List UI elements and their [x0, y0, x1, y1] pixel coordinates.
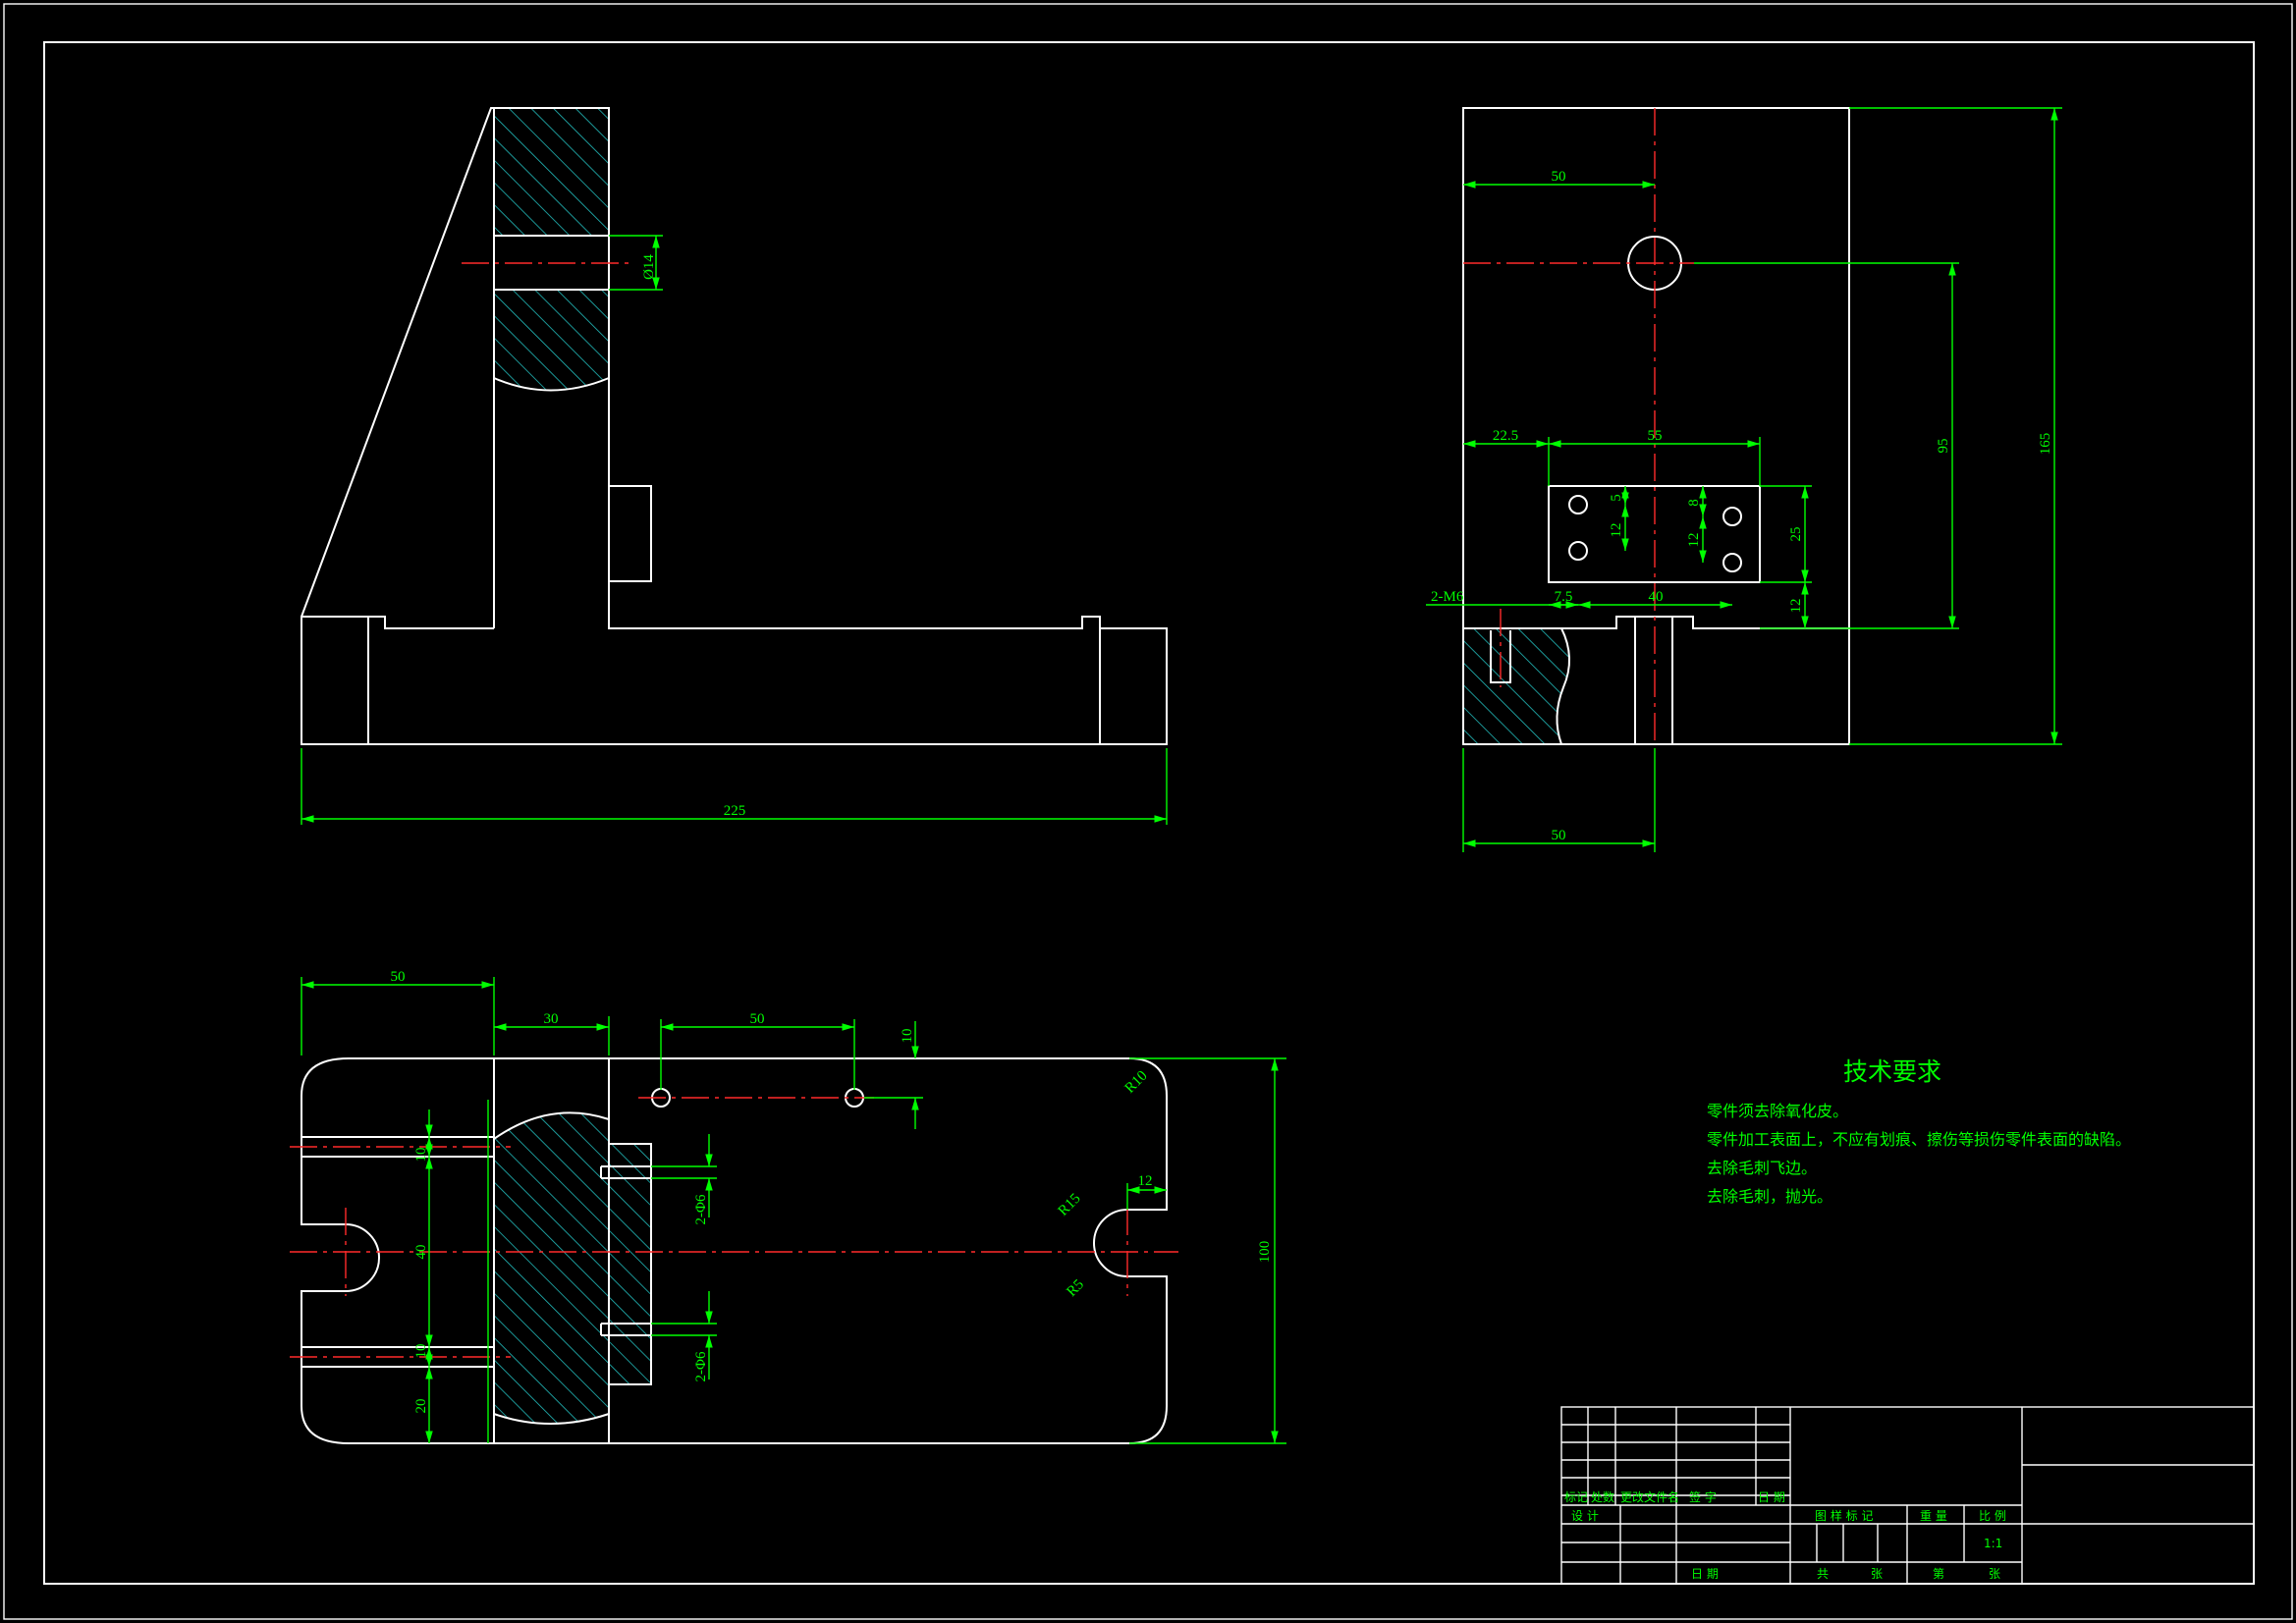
tb-date2: 日 期 — [1691, 1567, 1719, 1581]
dim-v25: 25 — [1788, 527, 1804, 542]
dim-phi6-top: 2-Φ6 — [693, 1194, 709, 1224]
dim-r5: R5 — [1064, 1276, 1087, 1300]
dim-v12c: 12 — [1788, 599, 1804, 614]
tech-line-1: 零件须去除氧化皮。 — [1707, 1102, 1848, 1120]
hatch-upright-top — [494, 108, 609, 236]
tb-weight: 重 量 — [1920, 1509, 1947, 1523]
dim-hole-offset: 10 — [900, 1029, 915, 1044]
tb-scale: 比 例 — [1979, 1509, 2006, 1523]
dim-v5: 5 — [1609, 494, 1624, 502]
title-block: 标记 处数 更改文件名 签 字 日 期 设 计 图 样 标 记 重 量 比 例 … — [1560, 1406, 2255, 1585]
tech-line-2: 零件加工表面上，不应有划痕、擦伤等损伤零件表面的缺陷。 — [1707, 1130, 2131, 1149]
tech-line-3: 去除毛刺飞边。 — [1707, 1159, 1817, 1177]
dim-spacing: 40 — [1649, 589, 1664, 605]
dim-left-10a: 10 — [413, 1148, 429, 1163]
tech-title: 技术要求 — [1843, 1057, 1941, 1086]
tb-sheets: 张 — [1871, 1567, 1883, 1581]
tb-date: 日 期 — [1758, 1490, 1785, 1504]
dim-slot-offset: 22.5 — [1493, 428, 1518, 444]
dim-left-20: 20 — [413, 1399, 429, 1414]
dim-edge: 7.5 — [1555, 589, 1573, 605]
side-view: 50 95 165 22.5 55 2-M6 7.5 40 5 12 8 12 … — [1426, 107, 2062, 852]
dim-bottom-offset: 50 — [1552, 828, 1566, 843]
dim-r10: R10 — [1122, 1068, 1151, 1097]
front-view: Ø14 225 — [301, 107, 1168, 825]
tb-design: 设 计 — [1571, 1509, 1599, 1523]
tb-sheet-no: 第 — [1933, 1567, 1944, 1581]
dim-m6: 2-M6 — [1431, 589, 1464, 605]
dim-r15: R15 — [1056, 1191, 1084, 1219]
dim-total-height: 165 — [2038, 433, 2053, 456]
tb-change-doc: 更改文件名 — [1620, 1489, 1679, 1504]
top-outline — [301, 1057, 1168, 1444]
dim-slot-width: 55 — [1648, 428, 1663, 444]
dim-v8: 8 — [1686, 499, 1702, 507]
dim-hole-dia: Ø14 — [641, 254, 657, 280]
sheet-border — [3, 3, 2293, 1620]
dim-v12b: 12 — [1686, 533, 1702, 548]
hatch-upright-bottom — [494, 290, 609, 391]
dim-hole-spacing: 50 — [750, 1011, 765, 1027]
dim-phi6-bottom: 2-Φ6 — [693, 1351, 709, 1381]
tb-count: 处数 — [1591, 1489, 1614, 1504]
dim-top-offset: 50 — [1552, 169, 1566, 185]
top-view: 50 30 50 10 R10 R15 R5 12 100 10 40 10 2… — [290, 969, 1286, 1444]
dim-step: 30 — [544, 1011, 559, 1027]
technical-requirements: 技术要求 零件须去除氧化皮。 零件加工表面上，不应有划痕、擦伤等损伤零件表面的缺… — [1707, 1057, 2131, 1206]
dim-v12a: 12 — [1609, 523, 1624, 538]
dim-overall-length: 225 — [724, 803, 746, 819]
tb-mark: 标记 — [1564, 1490, 1588, 1504]
tb-stage-mark: 图 样 标 记 — [1815, 1508, 1873, 1523]
dim-left-len: 50 — [391, 969, 406, 985]
tech-line-4: 去除毛刺，抛光。 — [1707, 1187, 1832, 1206]
dim-slot-12: 12 — [1138, 1173, 1153, 1189]
tb-sheet: 张 — [1989, 1567, 2000, 1581]
front-outline — [301, 107, 1168, 745]
dim-hole-height: 95 — [1936, 439, 1951, 454]
tb-signature: 签 字 — [1689, 1489, 1717, 1504]
dim-left-10b: 10 — [413, 1344, 429, 1359]
tb-scale-value: 1:1 — [1984, 1537, 2002, 1550]
dim-left-40: 40 — [413, 1245, 429, 1260]
dim-width-100: 100 — [1257, 1241, 1273, 1264]
tb-total: 共 — [1817, 1567, 1829, 1581]
